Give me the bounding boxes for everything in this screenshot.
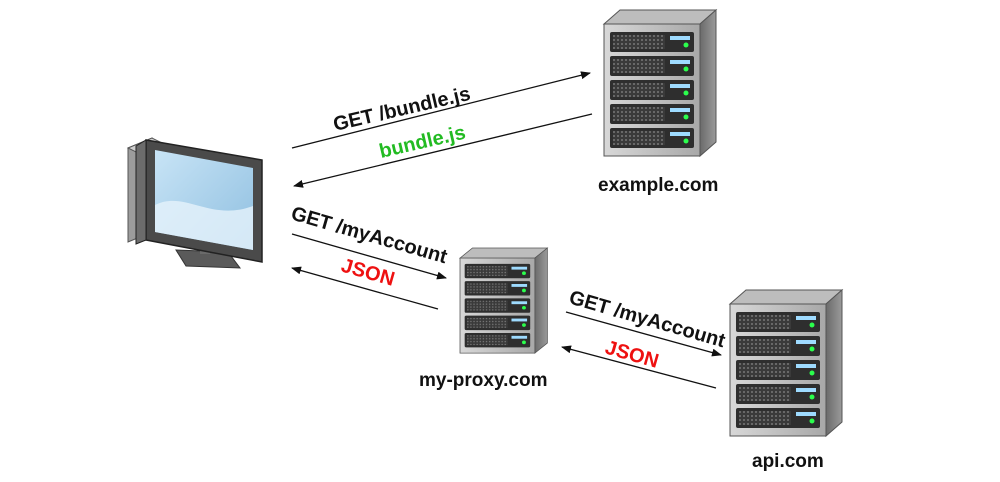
proxy-response-label: JSON — [339, 255, 397, 291]
bundle-request-arrow — [291, 71, 591, 149]
proxy-server-label: my-proxy.com — [419, 370, 548, 391]
desktop-computer-icon — [126, 137, 263, 269]
example-server-label: example.com — [598, 175, 719, 196]
example-server-icon — [603, 9, 717, 157]
bundle-response-label: bundle.js — [377, 122, 467, 163]
api-response-arrow — [561, 345, 717, 389]
bundle-response-arrow — [293, 113, 593, 188]
api-server-label: api.com — [752, 451, 824, 472]
proxy-server-icon — [459, 247, 548, 354]
api-response-label: JSON — [603, 337, 661, 373]
proxy-request-arrow — [291, 233, 447, 280]
api-request-arrow — [565, 311, 722, 357]
proxy-response-arrow — [291, 266, 439, 310]
api-server-icon — [729, 289, 843, 437]
proxy-request-label: GET /myAccount — [289, 203, 450, 269]
